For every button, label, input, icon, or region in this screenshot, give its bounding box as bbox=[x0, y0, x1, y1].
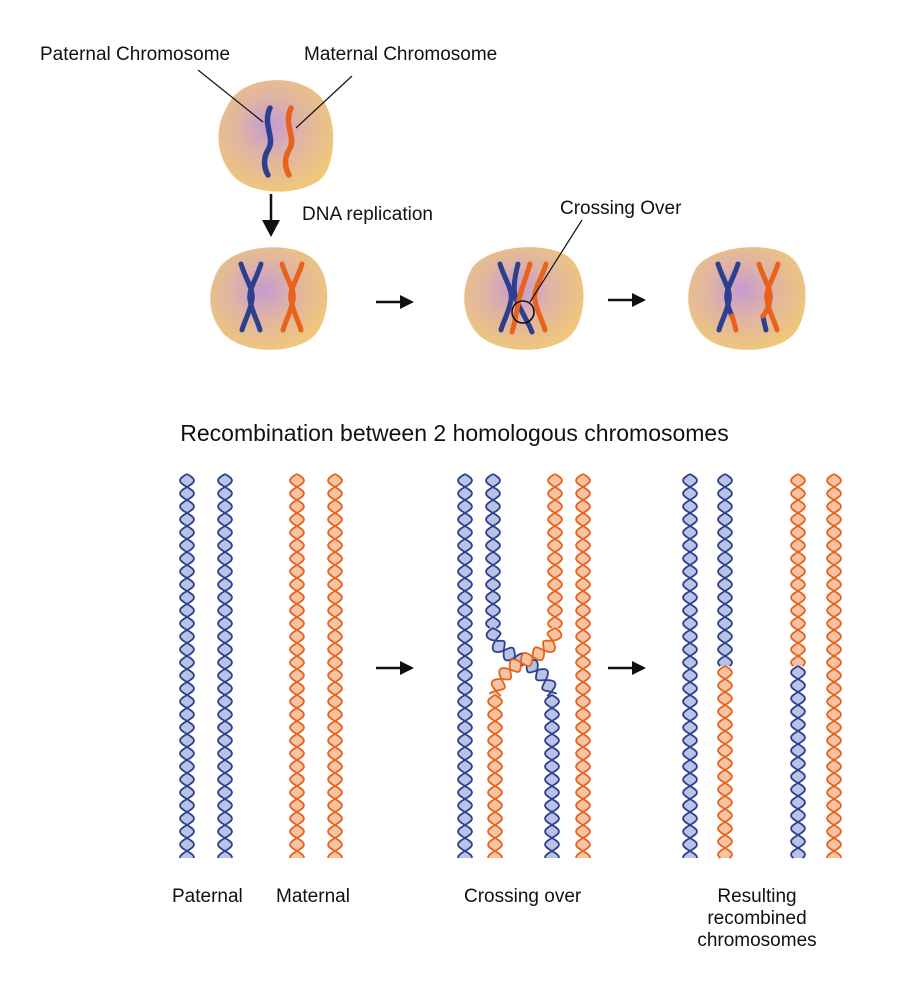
cell-body bbox=[464, 247, 584, 350]
result-maternal-helix bbox=[826, 473, 842, 858]
crossing-orange-lower bbox=[487, 694, 503, 858]
crossing-orange-upper bbox=[547, 473, 563, 629]
result-recombined-1-orange bbox=[717, 665, 733, 859]
crossing-blue-upper bbox=[485, 473, 501, 629]
maternal-chromatid-1 bbox=[509, 261, 533, 335]
cell-replicated bbox=[210, 247, 328, 350]
cell-before-replication bbox=[197, 69, 353, 192]
maternal-chromatid-2 bbox=[764, 261, 781, 333]
maternal-helix-2 bbox=[327, 473, 343, 858]
resulting-line-3: chromosomes bbox=[697, 930, 817, 951]
cell-body bbox=[688, 247, 806, 350]
paternal-label: Paternal bbox=[172, 886, 243, 907]
crossing-orange-swap bbox=[488, 627, 563, 697]
recombined-chromatid-orange-tail bbox=[729, 313, 739, 333]
arrow-right-3 bbox=[376, 661, 414, 675]
arrow-right-4 bbox=[608, 661, 646, 675]
maternal-helix-1 bbox=[289, 473, 305, 858]
cell-recombined bbox=[688, 247, 806, 350]
cell-body bbox=[218, 80, 334, 192]
arrow-right-2 bbox=[608, 293, 646, 307]
maternal-leader-line bbox=[295, 75, 353, 129]
crossing-blue-lower bbox=[544, 694, 560, 858]
dna-replication-label: DNA replication bbox=[302, 204, 433, 225]
crossover-circle bbox=[511, 300, 535, 324]
result-recombined-2-orange bbox=[790, 473, 806, 667]
paternal-helix-2 bbox=[217, 473, 233, 858]
cell-crossing-over bbox=[464, 219, 584, 350]
paternal-sister-chromatids bbox=[238, 261, 264, 333]
result-paternal-helix bbox=[682, 473, 698, 858]
maternal-label: Maternal bbox=[276, 886, 350, 907]
paternal-chromatid-1 bbox=[497, 261, 514, 333]
recombined-chromatid-orange-part bbox=[756, 261, 773, 319]
crossing-over-bottom-label: Crossing over bbox=[464, 886, 582, 907]
dna-helices bbox=[179, 473, 842, 859]
arrow-right-1 bbox=[376, 295, 414, 309]
maternal-sister-chromatids bbox=[279, 261, 305, 333]
cell-body bbox=[210, 247, 328, 350]
resulting-label: Resulting recombined chromosomes bbox=[680, 886, 834, 952]
resulting-line-2: recombined bbox=[707, 908, 807, 929]
recombination-title: Recombination between 2 homologous chrom… bbox=[180, 420, 729, 446]
crossing-over-top-label: Crossing Over bbox=[560, 198, 682, 219]
recombined-chromatid-blue-part bbox=[724, 261, 741, 319]
maternal-chromosome bbox=[282, 105, 295, 178]
paternal-chromosome-label: Paternal Chromosome bbox=[40, 44, 231, 65]
maternal-chromosome-label: Maternal Chromosome bbox=[304, 44, 498, 65]
maternal-chromatid-2 bbox=[532, 261, 549, 333]
resulting-line-1: Resulting bbox=[717, 886, 797, 907]
replication-arrow bbox=[262, 194, 280, 237]
paternal-helix-1 bbox=[179, 473, 195, 858]
result-recombined-2-blue bbox=[790, 665, 806, 859]
paternal-leader-line bbox=[197, 69, 264, 123]
crossover-leader-line bbox=[529, 219, 583, 303]
crossing-maternal-helix bbox=[575, 473, 591, 858]
crossing-paternal-helix bbox=[457, 473, 473, 858]
paternal-chromosome bbox=[261, 105, 274, 178]
result-recombined-1-blue bbox=[717, 473, 733, 667]
